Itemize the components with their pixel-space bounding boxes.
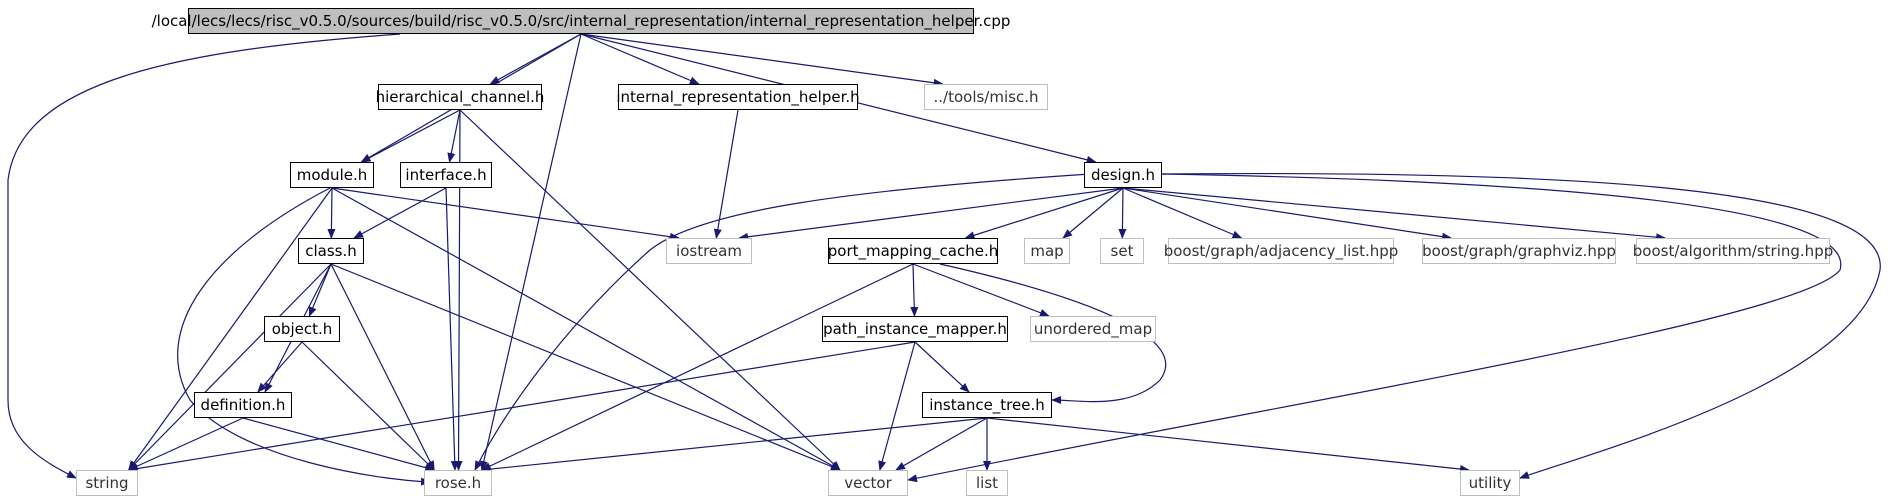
edge-pim-to-string xyxy=(127,341,916,473)
utility-node: utility xyxy=(1460,470,1520,496)
iostream-label: iostream xyxy=(676,241,742,260)
vector-node: vector xyxy=(828,470,908,496)
port-mapping-cache-label: port_mapping_cache.h xyxy=(827,241,999,260)
object-h-label: object.h xyxy=(271,319,333,338)
internal-representation-helper-h-label: internal_representation_helper.h xyxy=(616,87,860,106)
map-label: map xyxy=(1030,241,1064,260)
edge-pim-to-itree xyxy=(914,341,970,393)
definition-h-label: definition.h xyxy=(200,395,286,414)
hierarchical-channel-label: hierarchical_channel.h xyxy=(375,87,545,106)
edge-pmc-to-umap xyxy=(912,263,1050,317)
edge-module-to-iostream xyxy=(331,187,680,241)
list-label: list xyxy=(975,473,999,492)
path-instance-mapper-node[interactable]: path_instance_mapper.h xyxy=(822,316,1008,342)
set-label: set xyxy=(1110,241,1134,260)
edge-hier-to-interface xyxy=(447,109,461,163)
interface-h-node[interactable]: interface.h xyxy=(400,162,492,188)
adjacency-list-node: boost/graph/adjacency_list.hpp xyxy=(1164,238,1398,264)
edge-root-to-string xyxy=(7,33,401,479)
edge-module-to-rose xyxy=(177,187,431,486)
edge-design-to-gv xyxy=(1122,187,1453,241)
algorithm-string-label: boost/algorithm/string.hpp xyxy=(1632,241,1834,260)
edge-class-to-vector xyxy=(330,263,841,471)
edge-root-to-hier xyxy=(489,33,582,85)
edge-itree-to-vector xyxy=(895,417,988,471)
algorithm-string-node: boost/algorithm/string.hpp xyxy=(1632,238,1834,264)
internal-representation-helper-h-node[interactable]: internal_representation_helper.h xyxy=(616,84,860,110)
module-h-node[interactable]: module.h xyxy=(290,162,374,188)
edge-class-to-object xyxy=(308,263,332,317)
port-mapping-cache-node[interactable]: port_mapping_cache.h xyxy=(828,238,998,264)
edge-module-to-class xyxy=(327,187,336,239)
graphviz-label: boost/graph/graphviz.hpp xyxy=(1422,241,1616,260)
adjacency-list-label: boost/graph/adjacency_list.hpp xyxy=(1163,241,1399,260)
path-instance-mapper-label: path_instance_mapper.h xyxy=(823,319,1007,338)
edge-hier-to-module xyxy=(360,109,461,163)
interface-h-label: interface.h xyxy=(405,165,487,184)
edge-design-to-utility xyxy=(1161,172,1881,479)
class-h-label: class.h xyxy=(305,241,357,260)
rose-h-node: rose.h xyxy=(424,470,492,496)
edge-design-to-vector xyxy=(907,173,1842,483)
instance-tree-node[interactable]: instance_tree.h xyxy=(922,392,1052,418)
edge-hier-to-vector xyxy=(459,109,841,471)
edge-pmc-to-pim xyxy=(910,263,919,317)
class-h-node[interactable]: class.h xyxy=(298,238,364,264)
instance-tree-label: instance_tree.h xyxy=(929,395,1045,414)
edge-root-to-irh xyxy=(580,33,700,85)
iostream-node: iostream xyxy=(666,238,752,264)
edge-root-to-rose xyxy=(479,33,582,471)
edge-class-to-string xyxy=(127,263,332,471)
object-h-node[interactable]: object.h xyxy=(264,316,340,342)
edge-design-to-rose xyxy=(474,173,1091,471)
root-file-node[interactable]: /local/lecs/lecs/risc_v0.5.0/sources/bui… xyxy=(152,8,1010,34)
set-node: set xyxy=(1100,238,1144,264)
edge-design-to-set xyxy=(1118,187,1127,239)
map-node: map xyxy=(1024,238,1070,264)
edge-root-to-misc xyxy=(580,33,944,87)
unordered-map-node: unordered_map xyxy=(1030,316,1156,342)
utility-label: utility xyxy=(1468,473,1512,492)
misc-h-node: ../tools/misc.h xyxy=(924,84,1048,110)
vector-label: vector xyxy=(844,473,892,492)
dependency-edges xyxy=(7,33,1881,486)
edge-object-to-definition xyxy=(257,341,303,393)
string-label: string xyxy=(85,473,129,492)
edge-definition-to-string xyxy=(127,417,244,471)
design-h-node[interactable]: design.h xyxy=(1084,162,1162,188)
edge-irh-to-iostream xyxy=(713,109,739,239)
graphviz-node: boost/graph/graphviz.hpp xyxy=(1422,238,1616,264)
root-file-label: /local/lecs/lecs/risc_v0.5.0/sources/bui… xyxy=(151,11,1011,30)
design-h-label: design.h xyxy=(1090,165,1156,184)
edge-design-to-alg xyxy=(1122,187,1667,242)
string-node: string xyxy=(76,470,138,496)
unordered-map-label: unordered_map xyxy=(1033,319,1153,338)
edge-design-to-adj xyxy=(1122,187,1243,239)
edge-design-to-pmc xyxy=(964,187,1124,240)
edge-object-to-rose xyxy=(301,341,435,471)
edge-itree-to-utility xyxy=(986,417,1470,474)
edge-module-to-string xyxy=(128,187,333,471)
module-h-label: module.h xyxy=(296,165,368,184)
edge-interface-to-rose xyxy=(445,187,459,471)
edge-module-to-vector xyxy=(331,187,841,471)
edge-pmc-to-rose xyxy=(480,263,914,471)
rose-h-label: rose.h xyxy=(434,473,482,492)
hierarchical-channel-node[interactable]: hierarchical_channel.h xyxy=(375,84,545,110)
edge-interface-to-class xyxy=(353,187,447,239)
edge-definition-to-rose xyxy=(242,417,436,472)
edge-design-to-iostream xyxy=(738,187,1124,241)
edge-design-to-map xyxy=(1062,187,1124,239)
edge-pmc-to-itree xyxy=(939,263,1167,405)
edge-itree-to-rose xyxy=(480,417,988,474)
edge-class-to-rose xyxy=(330,263,435,471)
edge-pim-to-vector xyxy=(878,341,916,471)
definition-h-node[interactable]: definition.h xyxy=(194,392,292,418)
misc-h-label: ../tools/misc.h xyxy=(933,87,1039,106)
list-node: list xyxy=(966,470,1008,496)
